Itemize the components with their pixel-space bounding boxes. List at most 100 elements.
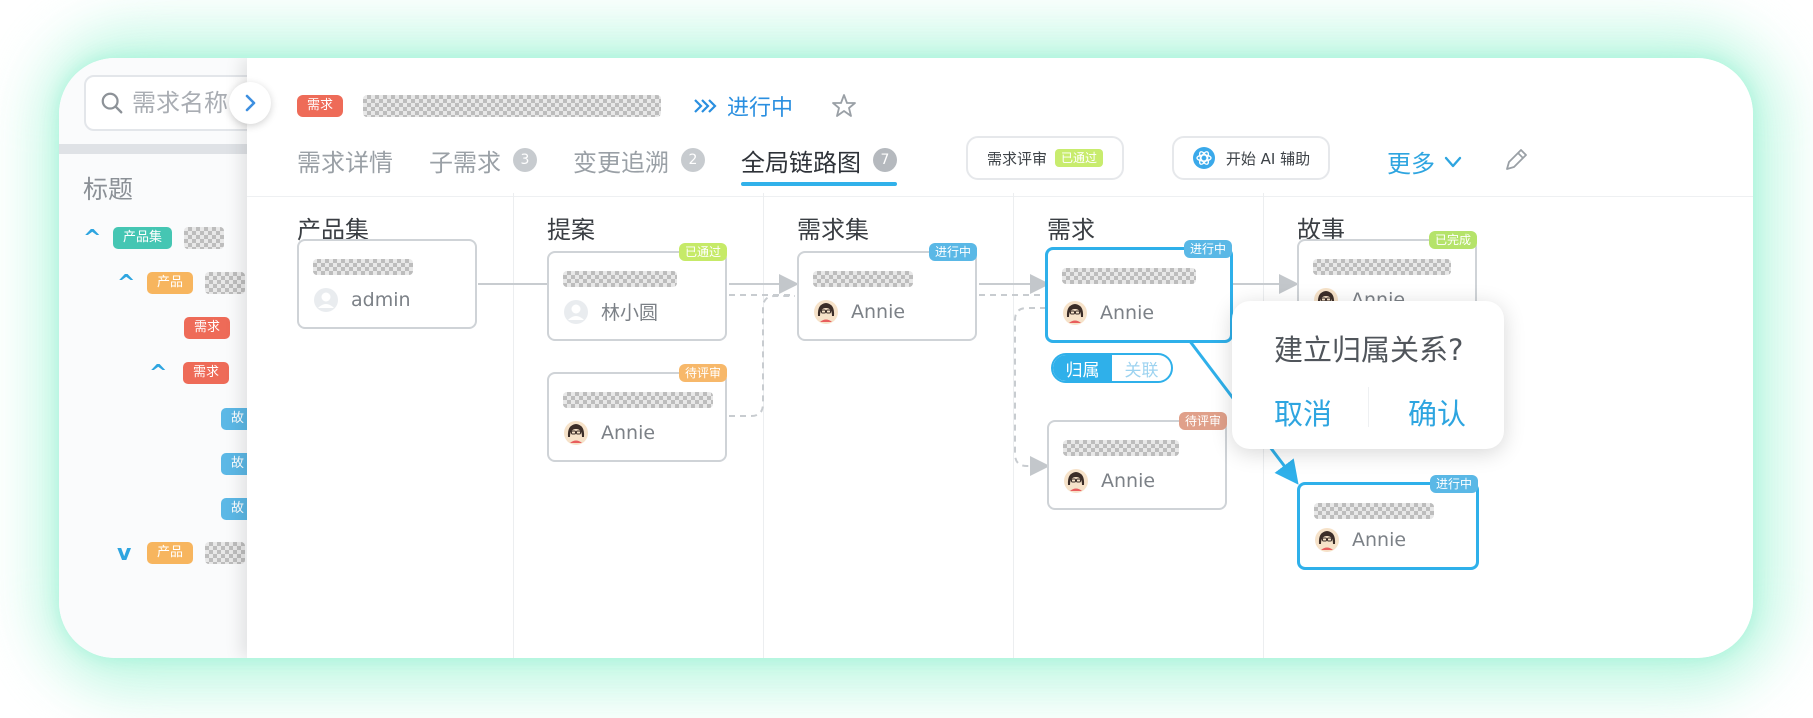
segment-association[interactable]: 关联 — [1124, 360, 1159, 381]
collapse-toggle[interactable] — [229, 82, 271, 124]
confirm-button[interactable]: 确认 — [1408, 397, 1467, 431]
type-tag: 需求 — [184, 317, 231, 339]
node-card[interactable]: 待评审 Annie — [547, 364, 727, 462]
review-button[interactable]: 需求评审 已通过 — [966, 136, 1124, 180]
node-owner: Annie — [1314, 527, 1406, 553]
search-icon — [101, 92, 123, 114]
node-owner: Annie — [813, 299, 905, 325]
redacted-title — [1063, 440, 1179, 456]
star-icon[interactable] — [831, 93, 857, 119]
person-avatar-icon — [1315, 528, 1339, 552]
redacted-title — [813, 271, 913, 287]
tree-row-product[interactable]: ^ 产品 — [117, 270, 246, 296]
status-tag: 待评审 — [678, 364, 727, 382]
status-tag: 进行中 — [928, 243, 977, 261]
progress-arrows-icon — [694, 99, 717, 113]
count-badge: 2 — [681, 148, 705, 172]
node-owner: admin — [313, 287, 411, 313]
redacted-title — [563, 271, 677, 287]
column-title-requirement: 需求 — [1047, 216, 1095, 244]
chevron-up-icon[interactable]: ^ — [83, 225, 102, 251]
tree-row-requirement[interactable]: 需求 — [184, 315, 231, 341]
redacted-title — [563, 392, 713, 408]
person-avatar-icon — [814, 300, 838, 324]
status-label: 进行中 — [727, 96, 794, 121]
person-avatar-icon — [1063, 301, 1087, 325]
horizontal-scrollbar[interactable] — [59, 144, 299, 154]
column-divider — [1013, 193, 1014, 658]
chevron-right-icon — [245, 94, 256, 112]
count-badge: 3 — [513, 148, 537, 172]
column-title-proposal: 提案 — [547, 216, 595, 244]
title-row: 需求 进行中 — [297, 76, 857, 136]
more-menu[interactable]: 更多 — [1387, 144, 1463, 179]
tree-row-product[interactable]: v 产品 — [117, 540, 246, 566]
person-avatar-icon — [1064, 469, 1088, 493]
node-card[interactable]: 已通过 林小圆 — [547, 243, 727, 341]
tab-detail[interactable]: 需求详情 — [297, 148, 393, 177]
node-card[interactable]: admin — [297, 239, 477, 329]
redacted-title — [1313, 259, 1451, 275]
tree-row-requirement[interactable]: ^ 需求 — [149, 360, 230, 386]
ai-assist-button[interactable]: 开始 AI 辅助 — [1172, 136, 1330, 180]
node-card[interactable]: 待评审 Annie — [1047, 412, 1227, 510]
node-owner: 林小圆 — [563, 298, 658, 325]
type-tag: 产品 — [147, 272, 194, 294]
chevron-down-icon — [1444, 156, 1462, 167]
status-tag: 进行中 — [1429, 475, 1478, 493]
tree-column-header: 标题 — [83, 175, 134, 204]
app-window: 标题 ^ 产品集 ^ 产品 需求 ^ 需求 故 故 故 v 产品 — [59, 58, 1753, 658]
node-card-selected[interactable]: 进行中 Annie — [1045, 240, 1233, 343]
chevron-up-icon[interactable]: ^ — [117, 270, 136, 296]
status-tag: 进行中 — [1183, 240, 1232, 258]
node-card[interactable]: 进行中 Annie — [797, 243, 977, 341]
status-dropdown[interactable]: 进行中 — [693, 90, 793, 122]
type-tag: 需求 — [183, 362, 230, 384]
redacted-title — [205, 272, 246, 294]
tree-row-story[interactable]: 故 — [221, 496, 255, 522]
person-avatar-icon — [564, 421, 588, 445]
chevron-down-icon[interactable]: v — [117, 540, 132, 566]
type-badge: 需求 — [297, 95, 344, 117]
tree-row-story[interactable]: 故 — [221, 451, 255, 477]
chevron-up-icon[interactable]: ^ — [149, 360, 168, 386]
type-tag: 产品集 — [113, 227, 173, 249]
ai-atom-icon — [1192, 147, 1215, 169]
redacted-title — [1314, 503, 1434, 519]
redacted-title — [313, 259, 413, 275]
column-title-requirement-set: 需求集 — [797, 216, 869, 244]
type-tag: 故 — [221, 408, 255, 430]
column-divider — [513, 193, 514, 658]
cancel-button[interactable]: 取消 — [1274, 397, 1333, 431]
node-owner: Annie — [1062, 300, 1154, 326]
status-tag: 已通过 — [678, 243, 727, 261]
count-badge: 7 — [873, 148, 897, 172]
status-tag: 待评审 — [1178, 412, 1227, 430]
node-card-target[interactable]: 进行中 Annie — [1297, 475, 1479, 570]
redacted-title — [363, 95, 662, 117]
node-owner: Annie — [563, 420, 655, 446]
tree-row-story[interactable]: 故 — [221, 406, 255, 432]
edit-pencil-icon[interactable] — [1502, 146, 1530, 174]
popover-question: 建立归属关系? — [1274, 333, 1464, 367]
redacted-title — [205, 542, 246, 564]
relation-type-toggle[interactable]: 归属 关联 — [1051, 353, 1173, 383]
review-status-tag: 已通过 — [1055, 149, 1104, 167]
segment-ownership[interactable]: 归属 — [1053, 355, 1112, 381]
type-tag: 故 — [221, 453, 255, 475]
review-label: 需求评审 — [986, 149, 1047, 168]
ai-label: 开始 AI 辅助 — [1225, 149, 1311, 168]
user-avatar-icon — [564, 299, 588, 324]
status-tag: 已完成 — [1428, 231, 1477, 249]
user-avatar-icon — [314, 288, 338, 312]
tree-row-product-set[interactable]: ^ 产品集 — [83, 225, 225, 251]
redacted-title — [184, 227, 225, 249]
redacted-title — [1062, 268, 1196, 284]
type-tag: 产品 — [147, 542, 194, 564]
header-divider — [247, 196, 1753, 197]
